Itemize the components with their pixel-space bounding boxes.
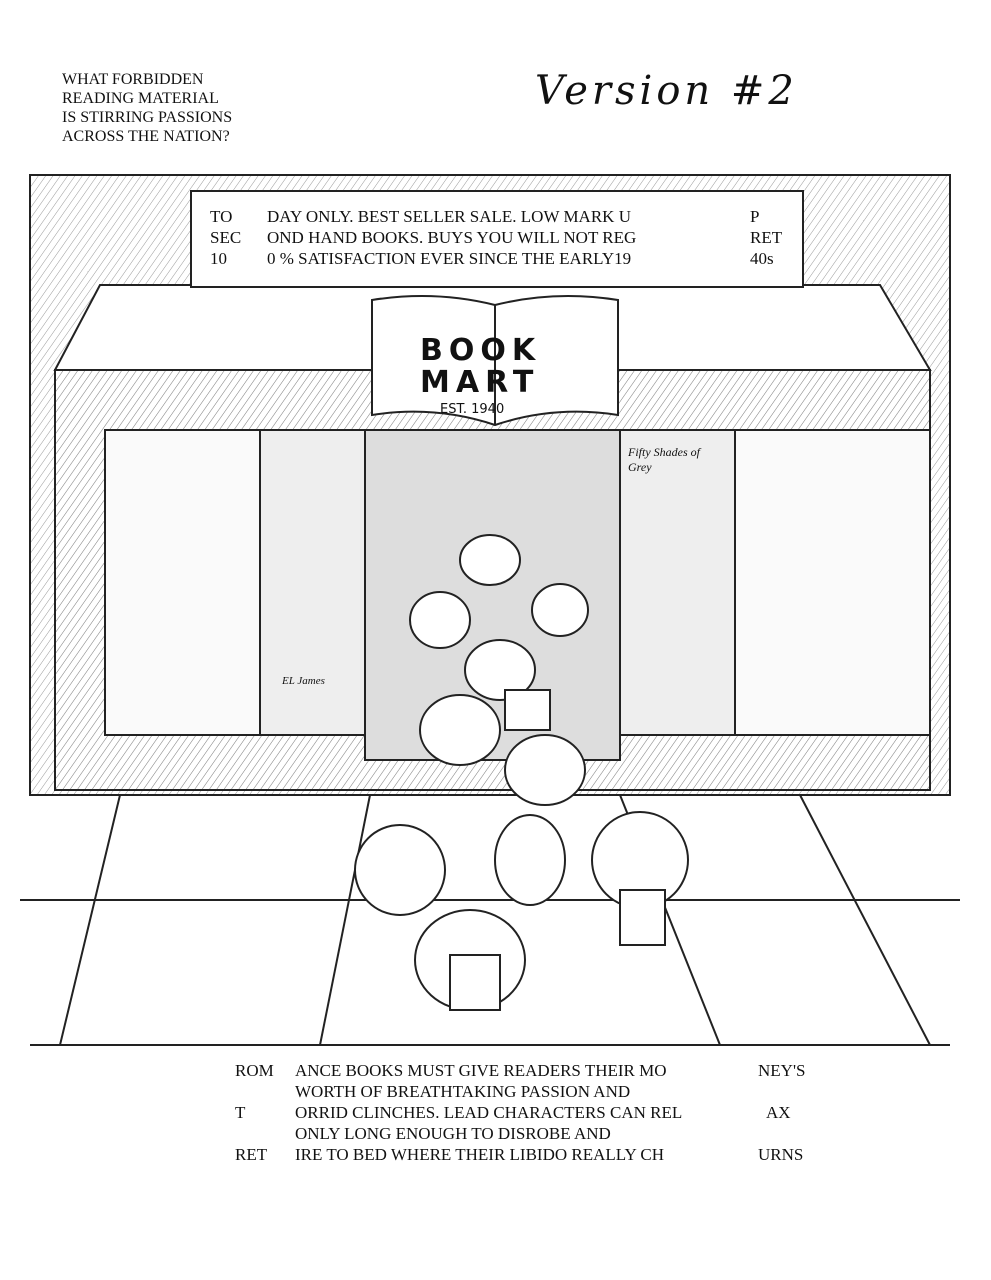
caption-left-text: ROM bbox=[235, 1061, 274, 1080]
banner-left-text: 10 bbox=[210, 249, 227, 268]
banner-text: DAY ONLY. BEST SELLER SALE. LOW MARK U bbox=[267, 207, 631, 226]
headline-line: WHAT FORBIDDEN bbox=[62, 71, 204, 88]
banner-left-text: SEC bbox=[210, 228, 242, 247]
store-established: EST. 1940 bbox=[440, 402, 505, 417]
store-name-line: BOOK bbox=[420, 333, 542, 368]
caption-text: ORRID CLINCHES. LEAD CHARACTERS CAN REL bbox=[295, 1103, 683, 1122]
headline: WHAT FORBIDDEN READING MATERIAL IS STIRR… bbox=[62, 70, 232, 146]
version-note: Version #2 bbox=[535, 68, 798, 114]
caption-right-text: AX bbox=[766, 1103, 791, 1122]
caption-left-text: T bbox=[235, 1103, 246, 1122]
crowd-of-readers bbox=[354, 534, 689, 1011]
caption-text: ANCE BOOKS MUST GIVE READERS THEIR MO bbox=[295, 1061, 667, 1080]
headline-line: IS STIRRING PASSIONS bbox=[62, 109, 233, 126]
caption-text: IRE TO BED WHERE THEIR LIBIDO REALLY CH bbox=[295, 1145, 664, 1164]
right-poster-title: Fifty Shades of Grey bbox=[628, 445, 700, 474]
left-poster bbox=[259, 429, 366, 736]
banner-right-text: P bbox=[750, 207, 760, 226]
headline-line: READING MATERIAL bbox=[62, 90, 219, 107]
banner-text: OND HAND BOOKS. BUYS YOU WILL NOT REG bbox=[267, 228, 637, 247]
banner-right-text: RET bbox=[750, 228, 783, 247]
banner-sign: TO SEC 10 DAY ONLY. BEST SELLER SALE. LO… bbox=[190, 190, 804, 288]
caption-text: WORTH OF BREATHTAKING PASSION AND bbox=[295, 1082, 631, 1101]
caption-text: ONLY LONG ENOUGH TO DISROBE AND bbox=[295, 1124, 611, 1143]
right-poster bbox=[619, 429, 736, 736]
banner-text: 0 % SATISFACTION EVER SINCE THE EARLY19 bbox=[267, 249, 632, 268]
headline-line: ACROSS THE NATION? bbox=[62, 128, 230, 145]
store-name: BOOK MART bbox=[420, 335, 541, 399]
caption-right-text: NEY'S bbox=[758, 1061, 806, 1080]
banner-left-text: TO bbox=[210, 207, 233, 226]
store-name-line: MART bbox=[420, 365, 540, 400]
caption-right-text: URNS bbox=[758, 1145, 804, 1164]
caption-left-text: RET bbox=[235, 1145, 268, 1164]
caption: ROM T RET ANCE BOOKS MUST GIVE READERS T… bbox=[0, 1060, 991, 1180]
left-poster-author: EL James bbox=[282, 675, 325, 687]
banner-right-text: 40s bbox=[750, 249, 774, 268]
